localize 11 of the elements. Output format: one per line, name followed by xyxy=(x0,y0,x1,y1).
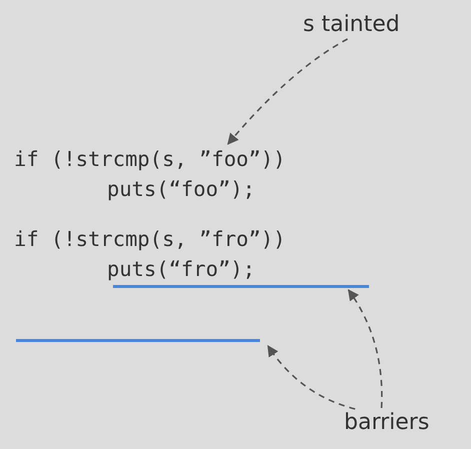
annotation-text: barriers xyxy=(344,410,430,436)
underline-bar xyxy=(16,339,260,342)
code-line: puts(“fro”); xyxy=(107,256,256,282)
dashed-arrow xyxy=(348,289,383,408)
dashed-arrow xyxy=(227,38,348,145)
dashed-arrow xyxy=(267,345,356,410)
code-line: if (!strcmp(s, ”foo”)) xyxy=(14,146,286,172)
annotation-text: s tainted xyxy=(303,12,400,38)
code-line: puts(“foo”); xyxy=(107,176,256,202)
underline-bar xyxy=(113,285,369,288)
code-line: if (!strcmp(s, ”fro”)) xyxy=(14,226,286,252)
